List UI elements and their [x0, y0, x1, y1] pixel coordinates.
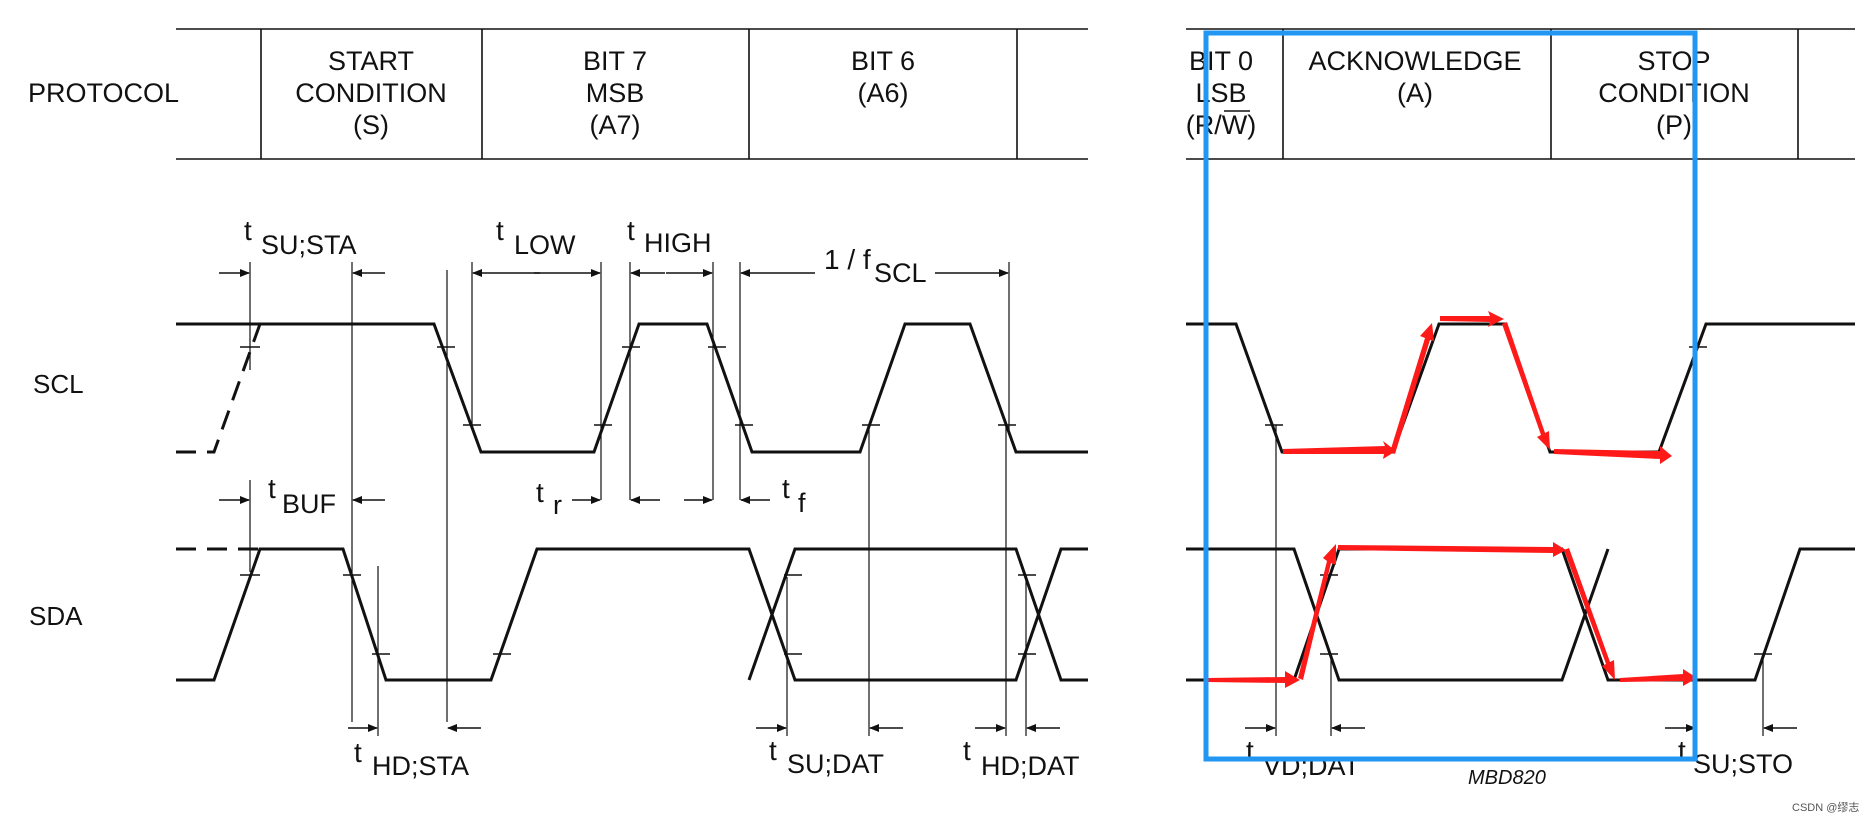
red-arrow [1554, 446, 1672, 464]
su-dat-sub: SU;DAT [787, 749, 884, 779]
su-sta-t: t [244, 215, 252, 246]
column-bit0-line3: (R/W) [1186, 110, 1256, 140]
red-arrow [1338, 542, 1566, 557]
fscl-sub: SCL [874, 258, 927, 288]
vd-dat-t: t [1246, 735, 1254, 766]
red-arrow [1502, 322, 1550, 450]
column-stop-line3: (P) [1656, 110, 1692, 140]
sda-label: SDA [29, 601, 83, 631]
red-arrow [1440, 311, 1504, 327]
column-bit7-line3: (A7) [589, 110, 640, 140]
column-bit6-line1: BIT 6 [851, 46, 915, 76]
high-t: t [627, 215, 635, 246]
red-arrow [1620, 669, 1697, 686]
hd-sta-t: t [354, 737, 362, 768]
level-ticks [240, 346, 1772, 655]
column-start-line1: START [328, 46, 414, 76]
column-ack-line2: (A) [1397, 78, 1433, 108]
column-bit0-line2: LSB [1195, 78, 1246, 108]
column-start-line2: CONDITION [295, 78, 447, 108]
red-arrow [1298, 544, 1336, 680]
su-sto-sub: SU;STO [1693, 749, 1793, 779]
hd-dat-t: t [963, 735, 971, 766]
column-bit7-line1: BIT 7 [583, 46, 647, 76]
sda-waveform-left [176, 547, 1088, 682]
tf-sub: f [798, 488, 806, 518]
sda-data-crossing-2 [1186, 547, 1610, 682]
buf-t: t [268, 473, 276, 504]
red-arrow [1283, 441, 1396, 459]
sda-waveform-right [1186, 547, 1855, 682]
column-bit0-line1: BIT 0 [1189, 46, 1253, 76]
red-arrow [1390, 323, 1434, 454]
column-start-line3: (S) [353, 110, 389, 140]
low-t: t [496, 215, 504, 246]
column-stop-line2: CONDITION [1598, 78, 1750, 108]
su-dat-t: t [769, 735, 777, 766]
tf-t: t [782, 473, 790, 504]
scl-dashed-start [176, 323, 262, 454]
waveforms [176, 322, 1855, 682]
dimension-arrows [219, 269, 1797, 732]
tr-t: t [536, 477, 544, 508]
tr-sub: r [553, 490, 562, 520]
scl-label: SCL [33, 369, 84, 399]
highlight-box [1203, 30, 1698, 762]
header-labels: PROTOCOL START CONDITION (S) BIT 7 MSB (… [28, 46, 1750, 140]
sda-data-crossing-1 [747, 547, 1088, 682]
hd-sta-sub: HD;STA [372, 751, 469, 781]
red-arrow [1206, 671, 1300, 688]
su-sto-t: t [1678, 735, 1686, 766]
column-ack-line1: ACKNOWLEDGE [1308, 46, 1521, 76]
protocol-label: PROTOCOL [28, 78, 179, 108]
high-sub: HIGH [644, 228, 712, 258]
timing-reference-lines [249, 262, 1764, 736]
header-table [176, 28, 1855, 160]
watermark: CSDN @缪志 [1792, 800, 1859, 814]
scl-waveform-left [176, 322, 1088, 454]
buf-sub: BUF [282, 489, 336, 519]
figure-id: MBD820 [1468, 767, 1546, 789]
column-stop-line1: STOP [1637, 46, 1710, 76]
timing-labels: t SU;STA t LOW t HIGH 1 / f SCL t BUF t … [244, 215, 1859, 814]
vd-dat-sub: VD;DAT [1263, 751, 1360, 781]
column-bit7-line2: MSB [586, 78, 645, 108]
scl-waveform-right [1186, 322, 1855, 454]
hd-dat-sub: HD;DAT [981, 751, 1080, 781]
low-sub: LOW [514, 230, 576, 260]
fscl-t: 1 / f [824, 244, 871, 275]
red-annotation-arrows [1206, 311, 1697, 688]
su-sta-sub: SU;STA [261, 230, 357, 260]
red-arrow [1564, 548, 1615, 680]
column-bit6-line2: (A6) [857, 78, 908, 108]
